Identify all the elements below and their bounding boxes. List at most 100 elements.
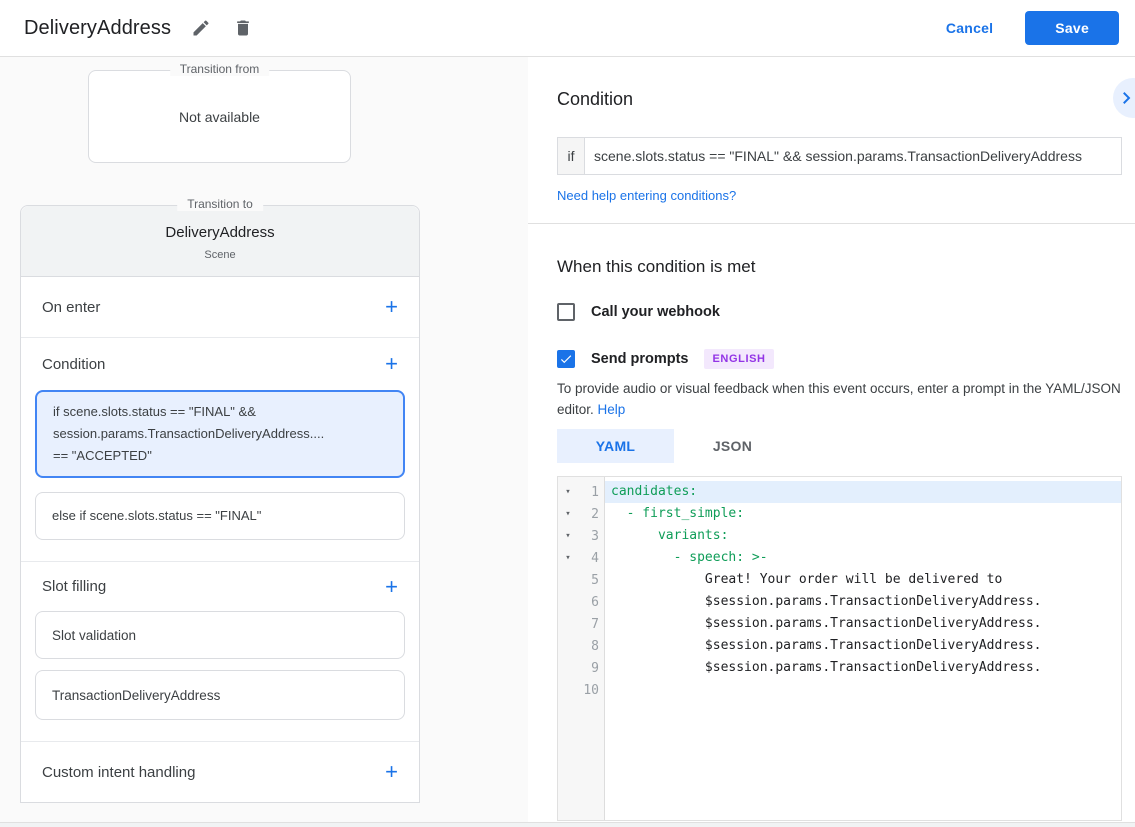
code-text[interactable]: variants: [611, 528, 729, 543]
scene-card-header[interactable]: DeliveryAddress Scene [21, 206, 419, 277]
edit-scene-button[interactable] [183, 10, 219, 46]
plus-icon: + [385, 294, 398, 319]
condition-card[interactable]: else if scene.slots.status == "FINAL" [35, 492, 405, 540]
plus-icon: + [385, 351, 398, 376]
code-text[interactable]: candidates: [605, 481, 1121, 503]
code-line: 7 $session.params.TransactionDeliveryAdd… [558, 613, 1121, 635]
code-text[interactable]: $session.params.TransactionDeliveryAddre… [611, 616, 1042, 631]
transition-from-box: Transition from Not available [88, 62, 351, 163]
pencil-icon [193, 20, 209, 36]
call-webhook-label: Call your webhook [591, 304, 720, 320]
send-prompts-row: Send prompts ENGLISH [557, 349, 1122, 369]
language-badge: ENGLISH [704, 349, 774, 369]
code-line: ▾ 1 candidates: [558, 481, 1121, 503]
when-condition-heading: When this condition is met [557, 257, 756, 276]
helper-text: To provide audio or visual feedback when… [557, 381, 1121, 417]
code-line: 9 $session.params.TransactionDeliveryAdd… [558, 657, 1121, 679]
condition-line: else if scene.slots.status == "FINAL" [52, 508, 262, 523]
webhook-row: Call your webhook [557, 303, 1122, 321]
if-prefix-label: if [557, 137, 584, 175]
condition-label: Condition [42, 355, 106, 373]
condition-line: == "ACCEPTED" [53, 448, 152, 463]
section-on-enter: On enter + [21, 277, 419, 337]
condition-help-link[interactable]: Need help entering conditions? [557, 188, 737, 203]
slot-card-label: Slot validation [52, 627, 137, 643]
collapse-panel-button[interactable] [1113, 78, 1135, 118]
fold-arrow-icon[interactable]: ▾ [565, 487, 571, 497]
condition-detail-panel: Condition if Need help entering conditio… [528, 57, 1135, 827]
code-line: 10 [558, 679, 1121, 701]
divider [21, 741, 419, 742]
add-condition-button[interactable]: + [379, 351, 404, 377]
cancel-button[interactable]: Cancel [928, 12, 1011, 44]
line-number: 1 [591, 484, 599, 500]
save-button[interactable]: Save [1025, 11, 1119, 45]
code-line: 6 $session.params.TransactionDeliveryAdd… [558, 591, 1121, 613]
send-prompts-label: Send prompts [591, 351, 689, 367]
condition-input-row: if [557, 137, 1122, 175]
divider [21, 337, 419, 338]
condition-card-selected[interactable]: if scene.slots.status == "FINAL" && sess… [35, 390, 405, 478]
transition-from-legend: Transition from [169, 62, 270, 76]
code-text[interactable]: $session.params.TransactionDeliveryAddre… [611, 660, 1042, 675]
editor-format-tabs: YAML JSON [557, 429, 1122, 463]
code-line: 5 Great! Your order will be delivered to [558, 569, 1121, 591]
slot-card-transaction-delivery-address[interactable]: TransactionDeliveryAddress [35, 670, 405, 720]
send-prompts-checkbox[interactable] [557, 350, 575, 368]
fold-arrow-icon[interactable]: ▾ [565, 553, 571, 563]
line-number: 3 [591, 528, 599, 544]
help-link[interactable]: Help [597, 402, 626, 417]
code-line: ▾ 3 variants: [558, 525, 1121, 547]
code-line: 8 $session.params.TransactionDeliveryAdd… [558, 635, 1121, 657]
line-number: 9 [591, 660, 599, 676]
flow-canvas: Transition from Not available Transition… [0, 57, 528, 827]
delete-scene-button[interactable] [225, 10, 261, 46]
slot-card-label: TransactionDeliveryAddress [52, 687, 221, 703]
line-number: 5 [591, 572, 599, 588]
section-condition: Condition + [21, 338, 419, 390]
add-custom-intent-button[interactable]: + [379, 759, 404, 785]
divider [528, 223, 1135, 224]
section-custom-intent: Custom intent handling + [21, 742, 419, 802]
code-text[interactable]: - first_simple: [611, 506, 745, 521]
code-text[interactable]: $session.params.TransactionDeliveryAddre… [611, 594, 1042, 609]
trash-icon [237, 20, 249, 36]
condition-expression-input[interactable] [584, 137, 1122, 175]
code-line: ▾ 2 - first_simple: [558, 503, 1121, 525]
condition-line: session.params.TransactionDeliveryAddres… [53, 426, 325, 441]
slot-validation-card[interactable]: Slot validation [35, 611, 405, 659]
line-number: 2 [591, 506, 599, 522]
line-number: 6 [591, 594, 599, 610]
fold-arrow-icon[interactable]: ▾ [565, 509, 571, 519]
yaml-code-editor[interactable]: ▾ 1 candidates: ▾ 2 - first_simple: ▾ 3 … [557, 476, 1122, 821]
line-number: 10 [583, 682, 599, 698]
fold-arrow-icon[interactable]: ▾ [565, 531, 571, 541]
line-number: 4 [591, 550, 599, 566]
tab-json[interactable]: JSON [712, 438, 753, 454]
section-padding [21, 554, 419, 561]
divider [21, 561, 419, 562]
add-on-enter-button[interactable]: + [379, 294, 404, 320]
tab-yaml[interactable]: YAML [557, 429, 674, 463]
scene-card: Transition to DeliveryAddress Scene On e… [20, 197, 420, 803]
panel-heading: Condition [557, 89, 634, 109]
code-text[interactable]: - speech: >- [611, 550, 768, 565]
editor-lines: ▾ 1 candidates: ▾ 2 - first_simple: ▾ 3 … [558, 477, 1121, 701]
editor-gutter [558, 477, 605, 820]
code-text[interactable]: $session.params.TransactionDeliveryAddre… [611, 638, 1042, 653]
call-webhook-checkbox[interactable] [557, 303, 575, 321]
code-text[interactable]: Great! Your order will be delivered to [611, 572, 1003, 587]
header-bar: DeliveryAddress Cancel Save [0, 0, 1135, 57]
transition-to-legend: Transition to [177, 197, 263, 211]
custom-intent-label: Custom intent handling [42, 763, 196, 781]
bottom-scrollbar-track[interactable] [0, 822, 1135, 827]
transition-from-content: Not available [179, 108, 260, 125]
plus-icon: + [385, 573, 398, 599]
line-number: 7 [591, 616, 599, 632]
code-line: ▾ 4 - speech: >- [558, 547, 1121, 569]
scene-name: DeliveryAddress [165, 224, 275, 241]
add-slot-button[interactable]: + [379, 574, 404, 600]
slot-filling-label: Slot filling [42, 578, 107, 595]
section-slot-filling: Slot filling + [21, 562, 419, 611]
